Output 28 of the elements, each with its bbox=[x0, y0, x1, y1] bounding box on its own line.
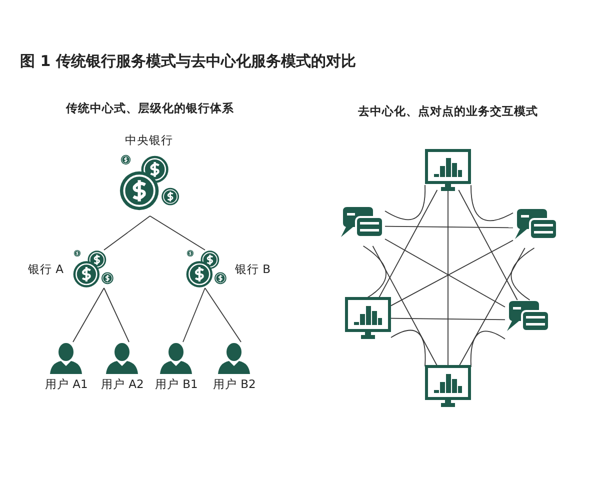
connector-line bbox=[470, 330, 506, 368]
connector-line bbox=[150, 216, 206, 250]
connector-line bbox=[510, 248, 535, 300]
connector-line bbox=[470, 184, 514, 222]
connector-line bbox=[72, 288, 104, 342]
node-label: 银行 A bbox=[28, 262, 64, 276]
connector-line bbox=[390, 330, 426, 367]
connector-line bbox=[458, 248, 526, 366]
connector-line bbox=[458, 190, 518, 300]
connector-line bbox=[390, 318, 506, 320]
connector-line bbox=[104, 288, 130, 342]
node-label: 用户 A1 bbox=[45, 377, 88, 392]
section-heading: 传统中心式、层级化的银行体系 bbox=[64, 101, 235, 116]
connector-line bbox=[204, 288, 242, 342]
connector-line bbox=[384, 184, 426, 220]
connector-line bbox=[362, 246, 386, 298]
node-label: 用户 B2 bbox=[213, 377, 256, 392]
node-label: 用户 B1 bbox=[155, 377, 198, 392]
node-label: 用户 A2 bbox=[101, 377, 144, 392]
section-heading: 去中心化、点对点的业务交互模式 bbox=[357, 104, 539, 119]
node-label: 银行 B bbox=[235, 262, 271, 276]
node-label: 中央银行 bbox=[125, 133, 173, 148]
figure-title: 图 1 传统银行服务模式与去中心化服务模式的对比 bbox=[20, 52, 356, 71]
connector-line bbox=[384, 226, 514, 228]
connector-line bbox=[378, 190, 438, 298]
connector-line bbox=[182, 288, 206, 342]
connector-line bbox=[372, 246, 438, 366]
connector-line bbox=[104, 216, 150, 250]
